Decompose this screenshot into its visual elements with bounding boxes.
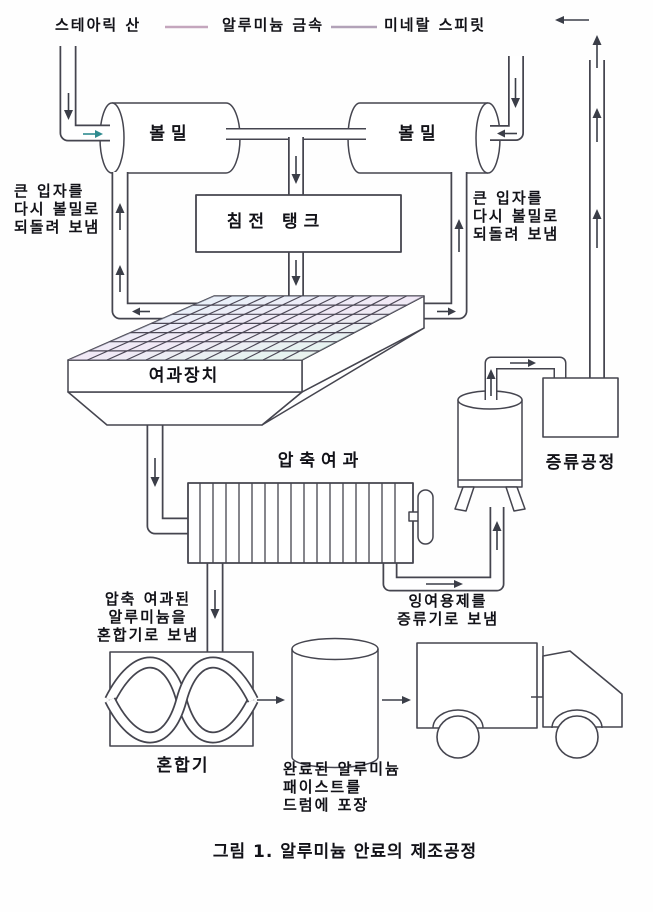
arrow-recycle-right-up [454, 219, 464, 252]
truck-arch-rear [432, 709, 484, 729]
label-press-filter: 압축여과 [277, 451, 365, 471]
distillation-box [542, 377, 619, 438]
arrow-solvent-riser-up-1 [592, 209, 602, 248]
arrow-recycle-right-out [437, 307, 456, 316]
label-ball-mill-left: 볼밀 [149, 124, 193, 144]
truck-arch-front [551, 709, 603, 729]
arrow-tank-to-filter-down [291, 260, 301, 286]
legend-label-stearic-acid: 스테아릭 산 [55, 16, 142, 34]
figure-caption: 그림 1. 알루미늄 안료의 제조공정 [212, 842, 478, 862]
label-distillation: 증류공정 [545, 453, 617, 473]
label-settling-tank: 침전 탱크 [226, 212, 326, 232]
truck-wheel-front [555, 715, 599, 759]
arrow-solvent-top-up [592, 35, 602, 68]
delivery-truck [416, 642, 623, 759]
truck-wheel-rear [436, 715, 480, 759]
vessel-leg-left [454, 486, 475, 512]
press-plates [199, 483, 396, 563]
arrow-recycle-left-out [132, 307, 150, 316]
arrow-inlet-left-mill [83, 130, 103, 138]
arrow-recycle-left-up-1 [115, 203, 125, 230]
legend-label-mineral-spirit: 미네랄 스피릿 [384, 16, 487, 34]
arrow-solvent-riser-up-2 [592, 108, 602, 142]
note-recycle-right: 큰 입자를 다시 볼밀로 되돌려 보냄 [473, 189, 560, 243]
legend-label-aluminum-metal: 알루미늄 금속 [222, 16, 325, 34]
arrow-feed-right-down [511, 78, 520, 108]
distillation-vessel [454, 390, 526, 512]
arrow-recycle-left-up-2 [115, 265, 125, 292]
arrow-to-tank-down [291, 156, 301, 184]
truck-box [416, 642, 538, 729]
note-pressed-to-mixer: 압축 여과된 알루미늄을 혼합기로 보냄 [96, 590, 200, 644]
vessel-leg-right [505, 486, 526, 512]
note-recycle-left: 큰 입자를 다시 볼밀로 되돌려 보냄 [14, 182, 101, 236]
arrow-solvent-return-left [555, 16, 589, 24]
arrow-press-to-mixer-down [210, 590, 220, 619]
ball-mill-right [347, 102, 501, 174]
mixer [104, 651, 259, 747]
arrow-feed-left-down [64, 93, 73, 120]
truck-cab [542, 650, 623, 728]
arrow-filter-to-press-down [150, 458, 160, 487]
arrow-into-vessel-up [492, 521, 502, 550]
note-drum-packing: 완료된 알루미늄 패이스트를 드럼에 포장 [283, 760, 401, 814]
arrow-solvent-to-still-right [426, 580, 463, 588]
arrow-inlet-right-mill [497, 129, 517, 138]
flow-arrows [64, 16, 602, 704]
label-filter-unit: 여과장치 [148, 366, 220, 386]
arrow-vessel-vapor-up [486, 369, 496, 396]
settling-tank [195, 194, 402, 253]
filter-hopper [67, 391, 303, 426]
label-ball-mill-right: 볼밀 [398, 124, 442, 144]
press-handle [417, 489, 434, 545]
paste-drum [291, 637, 379, 769]
arrow-vapor-to-box-right [510, 359, 536, 367]
arrow-mixer-to-drum [257, 696, 285, 704]
label-mixer: 혼합기 [156, 756, 210, 776]
filter-unit [67, 295, 425, 426]
filter-grid-lines [87, 295, 407, 361]
press-filter [187, 482, 434, 564]
mixer-ribbons [104, 656, 259, 744]
note-surplus-solvent: 잉여용제를 증류기로 보냄 [396, 592, 500, 628]
arrow-drum-to-truck [382, 696, 411, 704]
